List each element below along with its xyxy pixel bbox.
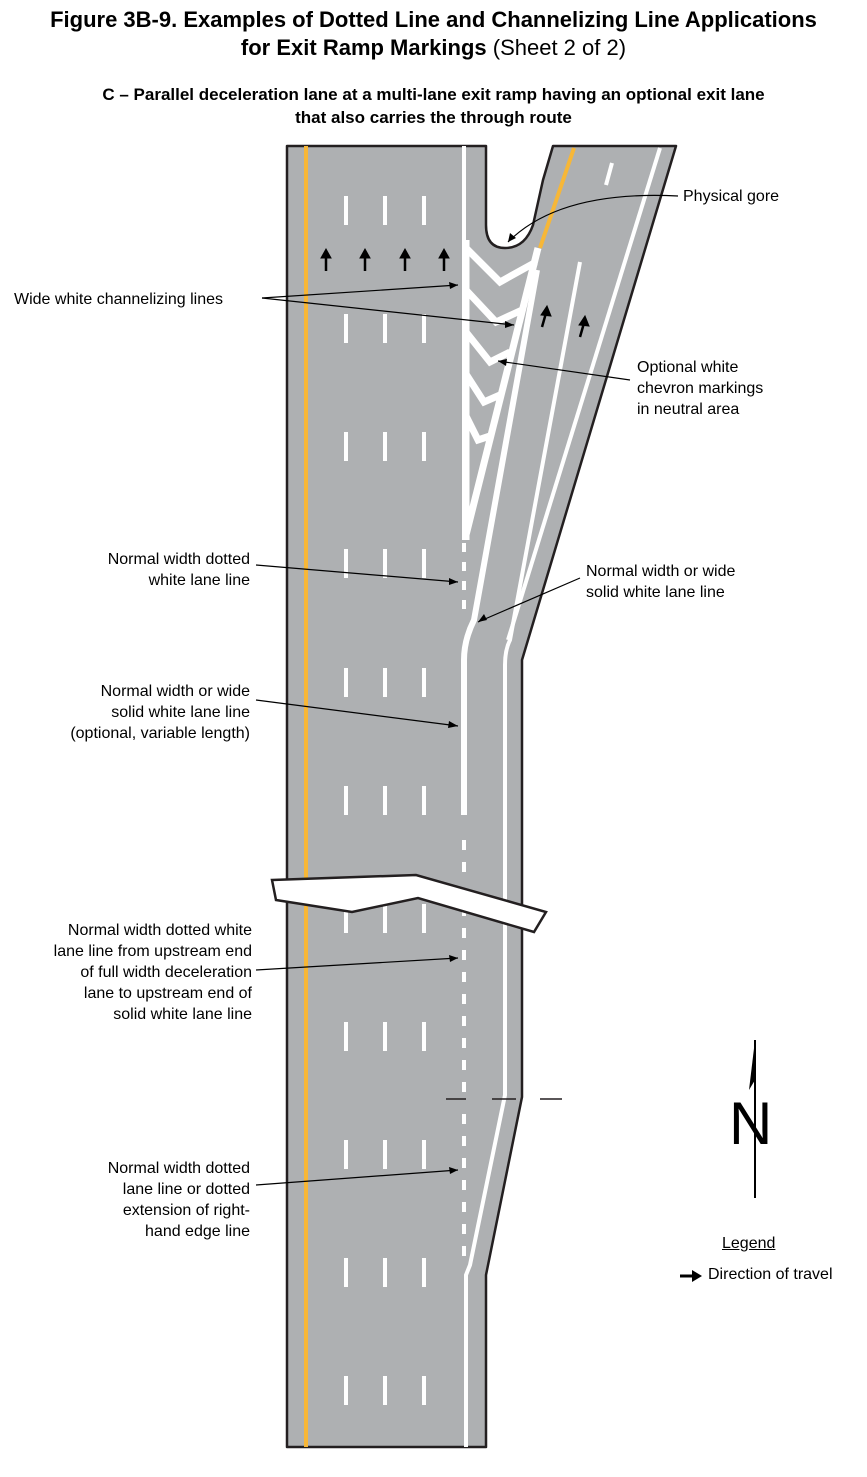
chevron-markings	[462, 245, 538, 445]
figure-title-line2: for Exit Ramp Markings	[240, 35, 487, 60]
ramp-lane-dash	[604, 162, 614, 186]
channelizing-line-right	[462, 247, 542, 536]
subtitle-line1: C – Parallel deceleration lane at a mult…	[102, 85, 765, 104]
subtitle-line2: that also carries the through route	[295, 108, 572, 127]
solid-lane-line	[461, 269, 540, 815]
north-arrow-icon	[749, 1040, 756, 1198]
pavement	[285, 144, 678, 1449]
label-chevron: Optional white chevron markings in neutr…	[637, 359, 764, 418]
direction-arrow-icon	[680, 1270, 702, 1282]
ramp-right-edge-line	[506, 147, 662, 641]
ramp-yellow-edge-line	[538, 147, 576, 249]
label-dotted-upstream: Normal width dotted white lane line from…	[53, 922, 252, 1023]
label-solid-ramp: Normal width or wide solid white lane li…	[586, 563, 736, 601]
figure-title-line1: Figure 3B-9. Examples of Dotted Line and…	[50, 7, 817, 32]
label-physical-gore: Physical gore	[683, 188, 780, 205]
legend-title: Legend	[722, 1235, 776, 1252]
ramp-right-lane-line	[464, 261, 582, 1447]
direction-arrows	[320, 247, 590, 338]
label-dotted-edge: Normal width dotted lane line or dotted …	[107, 1160, 250, 1240]
north-letter: N	[729, 1090, 773, 1157]
label-dotted-normal: Normal width dotted white lane line	[107, 551, 250, 589]
legend-item: Direction of travel	[708, 1266, 833, 1283]
label-solid-optional: Normal width or wide solid white lane li…	[70, 683, 250, 742]
section-subtitle: C – Parallel deceleration lane at a mult…	[0, 83, 867, 129]
label-wide-channelizing: Wide white channelizing lines	[14, 291, 223, 308]
break-line	[270, 873, 548, 934]
leader-arrowheads	[448, 233, 516, 1174]
figure-title-sheet: (Sheet 2 of 2)	[486, 35, 627, 60]
leader-lines	[255, 194, 679, 1186]
figure-title: Figure 3B-9. Examples of Dotted Line and…	[0, 6, 867, 62]
